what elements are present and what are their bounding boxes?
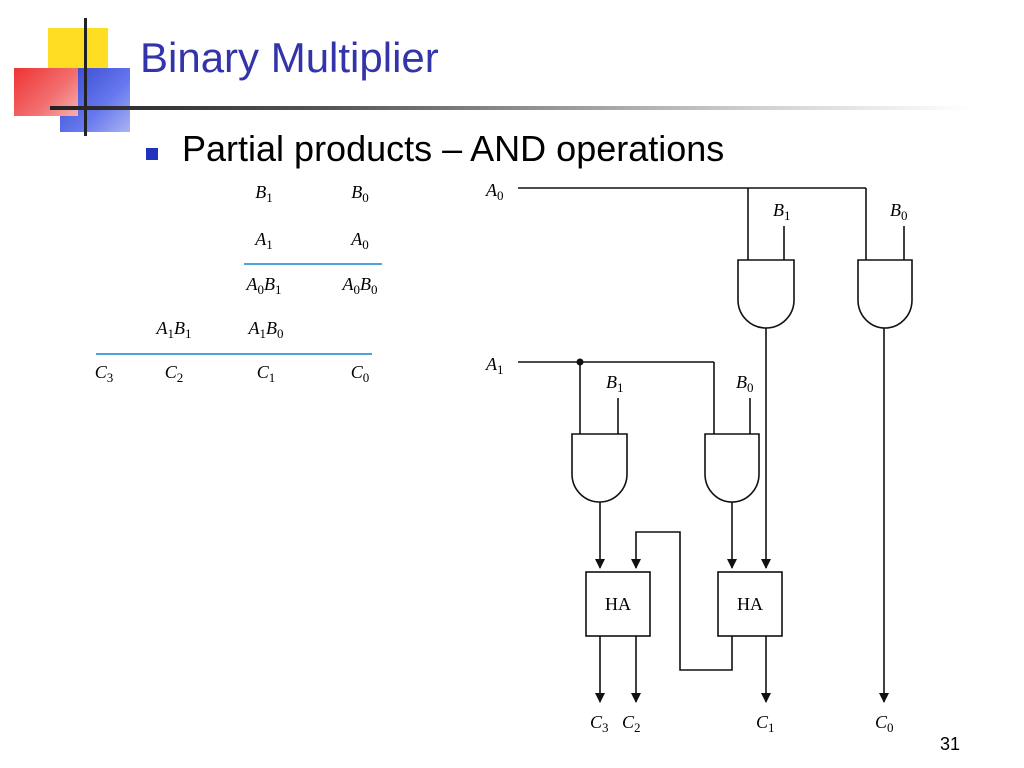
mult-a0: A0: [350, 229, 369, 252]
mult-a1b0: A1B0: [248, 318, 284, 341]
label-gate-input-b0-mid: B0: [736, 372, 754, 395]
output-c3: C3: [590, 712, 609, 735]
mult-c1: C1: [257, 362, 276, 385]
half-adder-1-label: HA: [605, 594, 631, 614]
mult-b0: B0: [351, 182, 369, 205]
mult-c2: C2: [165, 362, 184, 385]
multiplication-table: B1 B0 A1 A0 A0B1 A0B0 A1B1 A1B0 C3 C2 C1…: [95, 182, 382, 385]
mult-a1: A1: [254, 229, 273, 252]
output-c0: C0: [875, 712, 894, 735]
label-gate-input-b1-top: B1: [773, 200, 791, 223]
mult-b1: B1: [255, 182, 273, 205]
label-a1: A1: [485, 354, 504, 377]
mult-c0: C0: [351, 362, 370, 385]
slide-number: 31: [940, 734, 961, 754]
mult-a0b1: A0B1: [246, 274, 282, 297]
junction-dot: [576, 358, 584, 366]
mult-c3: C3: [95, 362, 114, 385]
label-gate-input-b1-mid: B1: [606, 372, 624, 395]
and-gate-a1b1: [571, 433, 628, 503]
slide-title: Binary Multiplier: [140, 34, 439, 81]
half-adder-2-label: HA: [737, 594, 763, 614]
corner-decoration: [0, 0, 140, 140]
and-gate-a0b0: [857, 259, 913, 329]
label-gate-input-b0-top: B0: [890, 200, 908, 223]
mult-a1b1: A1B1: [156, 318, 192, 341]
deco-vertical-line: [84, 18, 87, 136]
bullet-text: Partial products – AND operations: [182, 128, 725, 169]
label-a0: A0: [485, 180, 504, 203]
wire-carry-loop: [631, 531, 733, 671]
half-adder-1: [585, 571, 651, 637]
half-adder-2: [717, 571, 783, 637]
title-underline: [50, 106, 970, 110]
mult-a0b0: A0B0: [342, 274, 378, 297]
and-gate-a1b0: [704, 433, 760, 503]
output-c2: C2: [622, 712, 641, 735]
and-gate-a0b1: [737, 259, 795, 329]
bullet-square-icon: [146, 148, 158, 160]
output-c1: C1: [756, 712, 775, 735]
